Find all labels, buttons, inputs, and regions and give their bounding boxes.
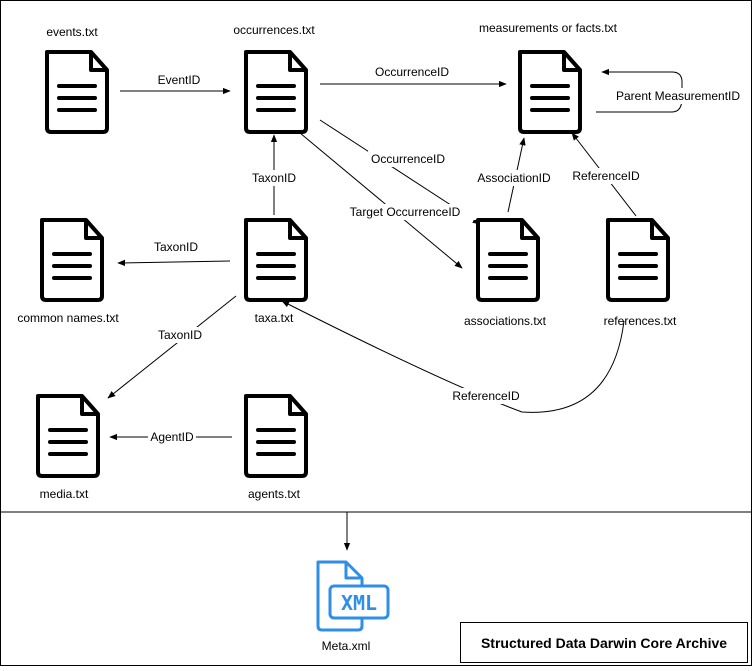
label-referenceid-measurements: ReferenceID <box>572 169 640 183</box>
label-occurrenceid-measurements: OccurrenceID <box>375 65 449 79</box>
xml-badge-text: XML <box>341 591 377 615</box>
file-label-meta: Meta.xml <box>322 639 371 653</box>
node-taxa[interactable]: taxa.txt <box>244 218 308 325</box>
label-taxonid-occurrences: TaxonID <box>252 171 296 185</box>
label-taxonid-common-names: TaxonID <box>154 240 198 254</box>
file-label-taxa: taxa.txt <box>255 311 294 325</box>
edge-references-taxa <box>281 300 625 413</box>
edge-taxa-media <box>107 295 237 399</box>
document-icon <box>518 50 582 134</box>
file-label-occurrences: occurrences.txt <box>233 23 315 37</box>
document-icon <box>244 394 308 478</box>
file-label-events: events.txt <box>46 25 98 39</box>
edge-taxa-common-names <box>117 259 231 267</box>
label-parent-measurementid: Parent MeasurementID <box>616 89 740 103</box>
label-target-occurrenceid: Target OccurrenceID <box>350 205 461 219</box>
node-meta-xml[interactable]: XML Meta.xml <box>316 560 390 653</box>
document-icon <box>36 394 100 478</box>
file-label-common-names: common names.txt <box>17 311 119 325</box>
node-events[interactable]: events.txt <box>45 25 109 134</box>
label-agentid: AgentID <box>150 430 194 444</box>
file-label-associations: associations.txt <box>464 314 547 328</box>
archive-title: Structured Data Darwin Core Archive <box>481 635 727 651</box>
edge-target-occurrence <box>299 132 463 269</box>
edge-labels: EventID OccurrenceID Parent MeasurementI… <box>148 64 744 445</box>
archive-title-box: Structured Data Darwin Core Archive <box>460 622 748 663</box>
file-label-measurements: measurements or facts.txt <box>479 21 618 35</box>
document-icon <box>244 50 308 134</box>
document-icon <box>45 50 109 134</box>
label-occurrenceid-associations: OccurrenceID <box>371 152 445 166</box>
document-icon <box>476 218 540 302</box>
node-common-names[interactable]: common names.txt <box>17 218 119 325</box>
label-associationid: AssociationID <box>477 171 551 185</box>
label-eventid: EventID <box>158 73 201 87</box>
node-measurements[interactable]: measurements or facts.txt <box>479 21 618 134</box>
file-label-media: media.txt <box>40 487 89 501</box>
file-label-references: references.txt <box>604 314 677 328</box>
node-media[interactable]: media.txt <box>36 394 100 501</box>
file-label-agents: agents.txt <box>248 487 301 501</box>
label-referenceid-taxa: ReferenceID <box>452 389 520 403</box>
node-references[interactable]: references.txt <box>604 218 677 328</box>
node-associations[interactable]: associations.txt <box>464 218 547 328</box>
xml-file-icon: XML <box>316 560 390 632</box>
document-icon <box>244 218 308 302</box>
document-icon <box>40 218 104 302</box>
document-icon <box>606 218 670 302</box>
node-occurrences[interactable]: occurrences.txt <box>233 23 315 134</box>
label-taxonid-media: TaxonID <box>158 328 202 342</box>
node-agents[interactable]: agents.txt <box>244 394 308 501</box>
